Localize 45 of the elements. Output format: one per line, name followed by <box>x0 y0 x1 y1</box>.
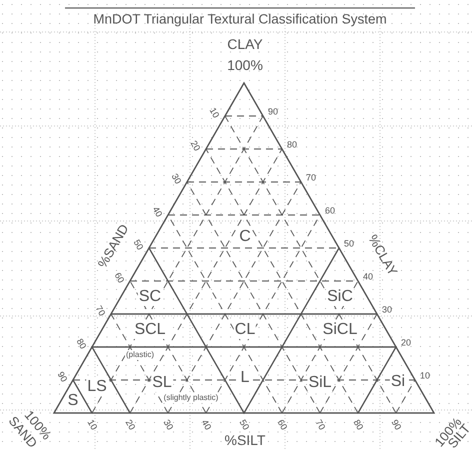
texture-region <box>282 314 396 347</box>
tick-label: 70 <box>306 174 316 182</box>
tick-label: 40 <box>200 418 212 432</box>
tick-label: 30 <box>162 418 174 432</box>
tick-label: 90 <box>268 108 278 116</box>
axis-title: CLAY <box>227 37 263 51</box>
texture-class-label: SCL <box>133 321 167 339</box>
plasticity-note: (slightly plastic) <box>162 393 220 403</box>
texture-class-label: LS <box>86 378 108 396</box>
texture-class-label: SiL <box>307 374 333 392</box>
texture-class-label: SC <box>138 288 162 306</box>
tick-label: 20 <box>124 418 136 432</box>
tick-label: 20 <box>188 139 202 153</box>
tick-label: 10 <box>208 106 220 120</box>
texture-class-label: SL <box>151 374 173 392</box>
axis-title: %SILT <box>224 433 266 447</box>
tick-label: 80 <box>287 140 297 150</box>
texture-class-label: SiC <box>326 288 354 306</box>
tick-label: 10 <box>86 418 98 432</box>
tick-label: 30 <box>382 306 392 314</box>
tick-label: 90 <box>390 418 402 432</box>
tick-label: 80 <box>352 418 364 432</box>
tick-label: 80 <box>74 337 88 351</box>
tick-label: 70 <box>314 418 326 432</box>
tick-label: 20 <box>401 338 411 348</box>
texture-region <box>187 314 301 347</box>
plasticity-note: (plastic) <box>125 350 155 360</box>
tick-label: 70 <box>94 304 106 318</box>
texture-region <box>358 347 434 413</box>
texture-class-label: S <box>66 392 80 410</box>
tick-label: 60 <box>112 271 126 285</box>
tick-label: 60 <box>325 206 335 216</box>
tick-label: 60 <box>276 418 288 432</box>
tick-label: 40 <box>363 272 373 282</box>
tick-label: 50 <box>238 418 250 432</box>
tick-label: 50 <box>132 238 144 252</box>
texture-class-label: CL <box>234 321 256 339</box>
tick-label: 40 <box>150 205 164 219</box>
tick-label: 50 <box>344 240 354 248</box>
tick-label: 10 <box>420 372 430 380</box>
texture-class-label: SiCL <box>322 321 358 339</box>
tick-label: 30 <box>170 172 182 186</box>
axis-value: 100% <box>227 58 263 72</box>
tick-label: 90 <box>56 370 68 384</box>
chart-title: MnDOT Triangular Textural Classification System <box>93 12 387 26</box>
